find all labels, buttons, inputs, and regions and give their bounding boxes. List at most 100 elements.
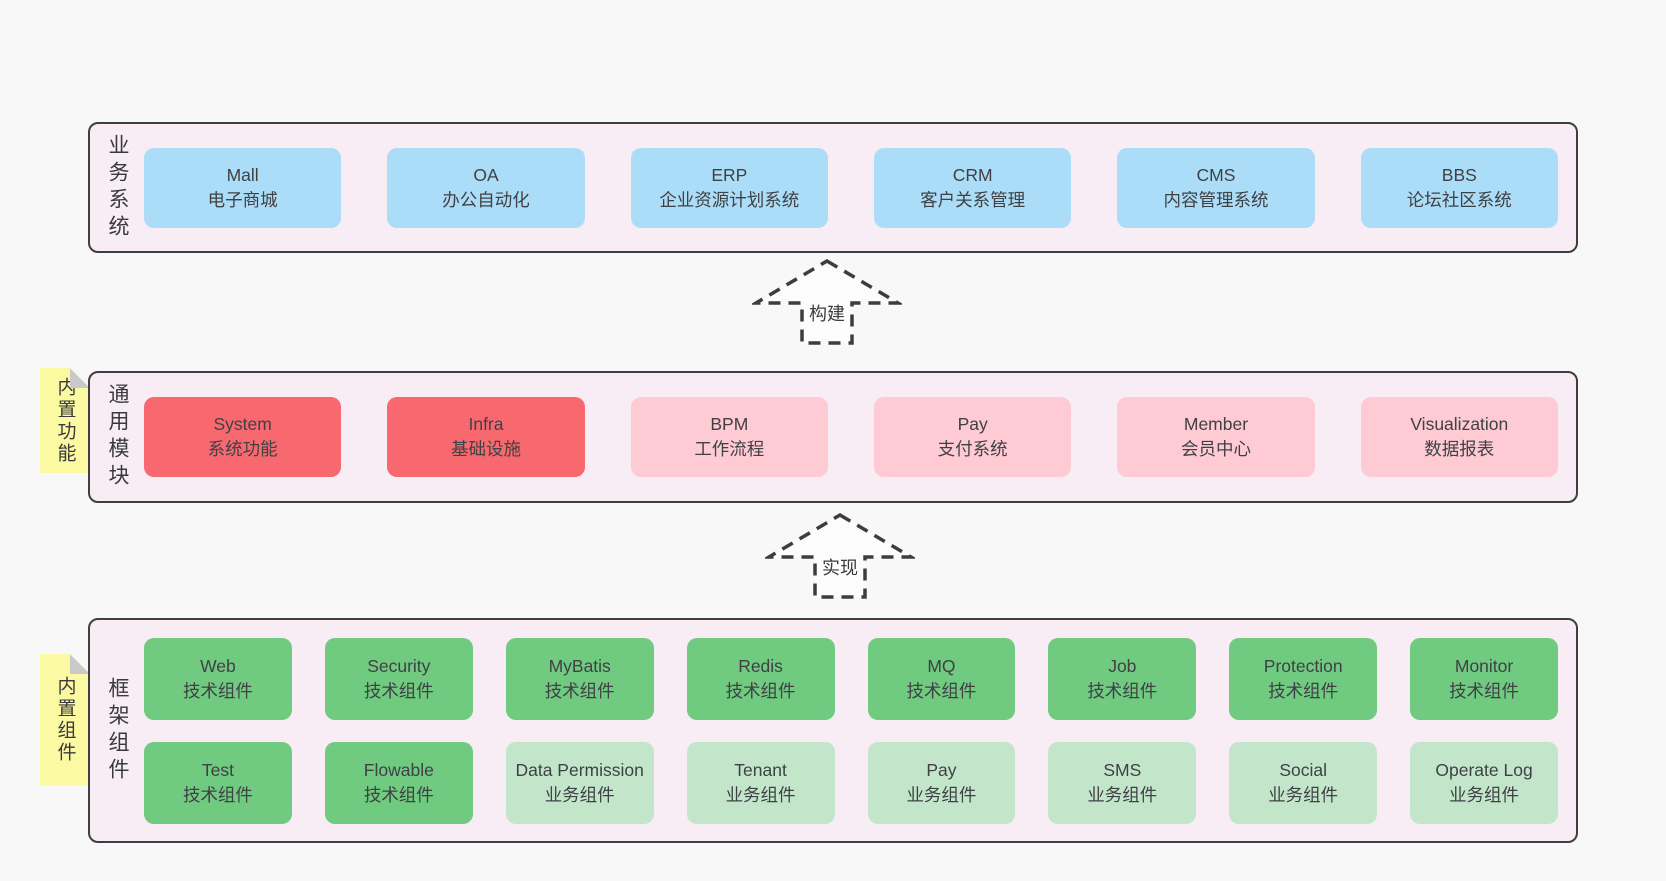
node-mall: Mall 电子商城: [144, 147, 342, 228]
node-operate-log: Operate Log 业务组件: [1410, 741, 1558, 824]
dashed-up-arrow-build: 构建: [752, 258, 902, 346]
layer-label-common-modules: 通用模块: [90, 373, 144, 501]
node-title: MQ: [927, 655, 956, 676]
node-subtitle: 技术组件: [725, 680, 796, 701]
node-title: Redis: [738, 655, 783, 676]
node-title: Protection: [1263, 655, 1343, 676]
node-subtitle: 业务组件: [1268, 784, 1339, 805]
node-title: Pay: [926, 759, 957, 780]
node-crm: CRM 客户关系管理: [873, 147, 1072, 228]
node-title: BBS: [1441, 164, 1477, 185]
node-subtitle: 业务组件: [544, 784, 615, 805]
node-title: Tenant: [734, 759, 787, 780]
node-title: Data Permission: [515, 759, 644, 780]
node-title: Test: [201, 759, 234, 780]
dashed-up-arrow-implement: 实现: [765, 512, 915, 600]
framework-components-grid: Web 技术组件 Security 技术组件 MyBatis 技术组件 Redi…: [144, 620, 1576, 841]
node-subtitle: 技术组件: [182, 784, 253, 805]
node-sms: SMS 业务组件: [1048, 741, 1197, 824]
node-infra: Infra 基础设施: [387, 397, 585, 477]
node-social: Social 业务组件: [1229, 741, 1378, 824]
node-mq: MQ 技术组件: [867, 637, 1016, 720]
node-title: Web: [200, 655, 236, 676]
node-web: Web 技术组件: [144, 637, 292, 720]
node-subtitle: 业务组件: [1087, 784, 1158, 805]
node-job: Job 技术组件: [1048, 637, 1197, 720]
sticky-note-builtin-functions: 内置功能: [40, 368, 90, 473]
node-bbs: BBS 论坛社区系统: [1360, 147, 1558, 228]
node-bpm: BPM 工作流程: [630, 397, 828, 477]
arrow-label-implement: 实现: [819, 554, 861, 580]
node-redis: Redis 技术组件: [686, 637, 835, 720]
node-subtitle: 工作流程: [694, 439, 765, 459]
node-pay-system: Pay 支付系统: [873, 397, 1072, 477]
node-title: MyBatis: [548, 655, 611, 676]
node-subtitle: 业务组件: [1449, 784, 1520, 805]
node-subtitle: 业务组件: [906, 784, 977, 805]
layer-framework-components: 框架组件 Web 技术组件 Security 技术组件 MyBatis 技术组件…: [88, 618, 1578, 843]
node-pay-component: Pay 业务组件: [867, 741, 1016, 824]
node-title: Visualization: [1410, 414, 1509, 435]
node-subtitle: 技术组件: [1268, 680, 1339, 701]
node-title: Security: [367, 655, 431, 676]
node-subtitle: 内容管理系统: [1163, 189, 1269, 210]
node-title: OA: [473, 164, 499, 185]
business-systems-row: Mall 电子商城 OA 办公自动化 ERP 企业资源计划系统 CRM 客户关系…: [144, 124, 1576, 251]
node-tenant: Tenant 业务组件: [686, 741, 835, 824]
node-data-permission: Data Permission 业务组件: [505, 741, 654, 824]
folded-corner-icon: [70, 654, 90, 674]
node-security: Security 技术组件: [324, 637, 473, 720]
layer-label-text: 框架组件: [106, 676, 129, 785]
node-title: Flowable: [363, 759, 434, 780]
node-subtitle: 技术组件: [1449, 680, 1520, 701]
node-subtitle: 企业资源计划系统: [659, 189, 800, 210]
node-subtitle: 技术组件: [1087, 680, 1158, 701]
sticky-note-label: 内置组件: [54, 676, 76, 764]
node-subtitle: 技术组件: [363, 680, 434, 701]
layer-label-business-systems: 业务系统: [90, 124, 144, 251]
layer-business-systems: 业务系统 Mall 电子商城 OA 办公自动化 ERP 企业资源计划系统 CRM…: [88, 122, 1578, 253]
common-modules-row: System 系统功能 Infra 基础设施 BPM 工作流程 Pay 支付系统…: [144, 373, 1576, 501]
node-title: Monitor: [1454, 655, 1514, 676]
node-title: CRM: [952, 164, 993, 185]
node-subtitle: 论坛社区系统: [1406, 189, 1512, 210]
node-subtitle: 技术组件: [182, 680, 253, 701]
node-subtitle: 电子商城: [207, 189, 278, 210]
node-title: Infra: [468, 414, 504, 435]
node-title: Job: [1108, 655, 1137, 676]
node-cms: CMS 内容管理系统: [1117, 147, 1315, 228]
node-mybatis: MyBatis 技术组件: [505, 637, 654, 720]
node-oa: OA 办公自动化: [387, 147, 585, 228]
node-title: CMS: [1196, 164, 1236, 185]
node-title: ERP: [711, 164, 748, 185]
node-subtitle: 支付系统: [937, 439, 1008, 459]
node-title: SMS: [1103, 759, 1142, 780]
node-test: Test 技术组件: [144, 741, 292, 824]
node-flowable: Flowable 技术组件: [324, 741, 473, 824]
arrow-label-build: 构建: [806, 300, 848, 326]
layer-common-modules: 通用模块 System 系统功能 Infra 基础设施 BPM 工作流程 Pay…: [88, 371, 1578, 503]
node-title: BPM: [710, 414, 749, 435]
node-subtitle: 技术组件: [906, 680, 977, 701]
sticky-note-builtin-components: 内置组件: [40, 654, 90, 786]
node-title: Member: [1183, 414, 1249, 435]
layer-label-text: 通用模块: [106, 383, 129, 491]
node-monitor: Monitor 技术组件: [1410, 637, 1558, 720]
node-title: Pay: [957, 414, 988, 435]
node-protection: Protection 技术组件: [1229, 637, 1378, 720]
node-title: Operate Log: [1435, 759, 1533, 780]
node-subtitle: 会员中心: [1180, 439, 1251, 459]
layer-label-framework-components: 框架组件: [90, 620, 144, 841]
node-erp: ERP 企业资源计划系统: [630, 147, 828, 228]
node-subtitle: 技术组件: [363, 784, 434, 805]
node-title: Mall: [226, 164, 259, 185]
node-system: System 系统功能: [144, 397, 342, 477]
folded-corner-icon: [70, 368, 90, 388]
node-member: Member 会员中心: [1117, 397, 1315, 477]
node-title: Social: [1279, 759, 1328, 780]
node-subtitle: 基础设施: [450, 439, 521, 459]
node-subtitle: 业务组件: [725, 784, 796, 805]
sticky-note-label: 内置功能: [54, 376, 76, 465]
node-title: System: [213, 414, 272, 435]
node-subtitle: 客户关系管理: [920, 189, 1026, 210]
